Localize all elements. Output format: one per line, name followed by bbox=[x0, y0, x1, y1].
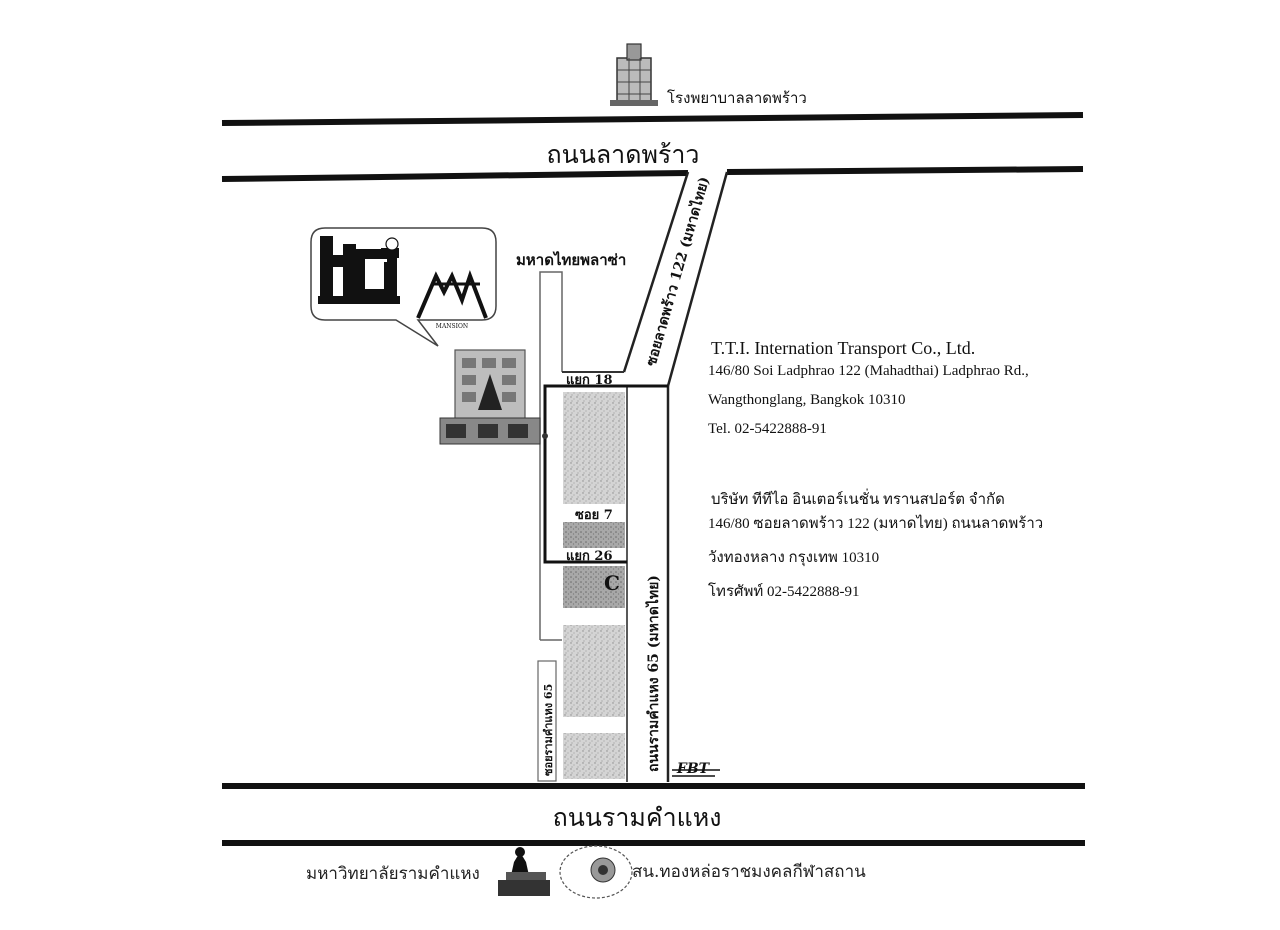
city-block-4 bbox=[563, 625, 625, 717]
company-tel-th: โทรศัพท์ 02-5422888-91 bbox=[708, 584, 860, 600]
company-info-en: T.T.I. Internation Transport Co., Ltd. 1… bbox=[708, 338, 1029, 438]
company-address-th-1: 146/80 ซอยลาดพร้าว 122 (มหาดไทย) ถนนลาดพ… bbox=[708, 516, 1044, 532]
ladphrao-road bbox=[221, 112, 1084, 182]
company-tel-en: Tel. 02-5422888-91 bbox=[708, 421, 827, 437]
soi-ramkhamhaeng-65-road bbox=[537, 660, 557, 782]
fbt-logo: FBT bbox=[672, 761, 720, 777]
hospital-building-icon bbox=[610, 43, 658, 106]
company-address-en-1: 146/80 Soi Ladphrao 122 (Mahadthai) Ladp… bbox=[708, 363, 1029, 379]
soi-ladphrao-122-road bbox=[622, 171, 729, 387]
mahadthai-plaza-strip bbox=[539, 271, 624, 641]
svg-text:FBT: FBT bbox=[676, 761, 711, 777]
city-block-5 bbox=[563, 733, 625, 779]
police-emblem-icon bbox=[559, 845, 633, 899]
hospital-label: โรงพยาบาลลาดพร้าว bbox=[667, 89, 807, 107]
company-name-th: บริษัท ทีทีไอ อินเตอร์เนชั่น ทรานสปอร์ต … bbox=[711, 492, 1005, 508]
city-block-3 bbox=[563, 566, 625, 608]
university-label: มหาวิทยาลัยรามคำแหง bbox=[306, 864, 480, 884]
police-station-label: สน.ทองหล่อราชมงคลกีฬาสถาน bbox=[632, 862, 866, 882]
ladphrao-road-label: ถนนลาดพร้าว bbox=[547, 140, 700, 169]
svg-text:MANSION: MANSION bbox=[436, 323, 468, 330]
company-address-th-2: วังทองหลาง กรุงเทพ 10310 bbox=[708, 550, 880, 566]
ramkhamhaeng-65-road bbox=[626, 386, 670, 782]
city-block-2 bbox=[563, 522, 625, 548]
soi-7-label: ซอย 7 bbox=[575, 508, 613, 523]
ramkhamhaeng-road bbox=[222, 783, 1085, 846]
city-block-1 bbox=[563, 392, 625, 504]
route-path bbox=[543, 384, 668, 564]
plaza-label: มหาดไทยพลาซ่า bbox=[516, 250, 626, 269]
university-statue-icon bbox=[498, 847, 550, 896]
company-info-th: บริษัท ทีทีไอ อินเตอร์เนชั่น ทรานสปอร์ต … bbox=[708, 487, 1043, 603]
company-logo-callout: MANSION bbox=[310, 227, 497, 347]
company-name-en: T.T.I. Internation Transport Co., Ltd. bbox=[711, 338, 976, 358]
yaek-18-label: แยก 18 bbox=[566, 373, 612, 388]
company-building-icon bbox=[439, 349, 548, 445]
tti-logo bbox=[318, 236, 400, 304]
mansion-logo: MANSION bbox=[416, 270, 488, 330]
soi-ramkhamhaeng-65-label: ซอยรามคำแหง 65 bbox=[542, 684, 555, 776]
ramkhamhaeng-65-label: ถนนรามคำแหง 65 (มหาดไทย) bbox=[644, 575, 662, 772]
ramkhamhaeng-road-label: ถนนรามคำแหง bbox=[553, 803, 722, 832]
yaek-26-label: แยก 26 bbox=[566, 549, 612, 564]
target-marker-icon: C bbox=[604, 571, 620, 595]
company-address-en-2: Wangthonglang, Bangkok 10310 bbox=[708, 392, 906, 408]
